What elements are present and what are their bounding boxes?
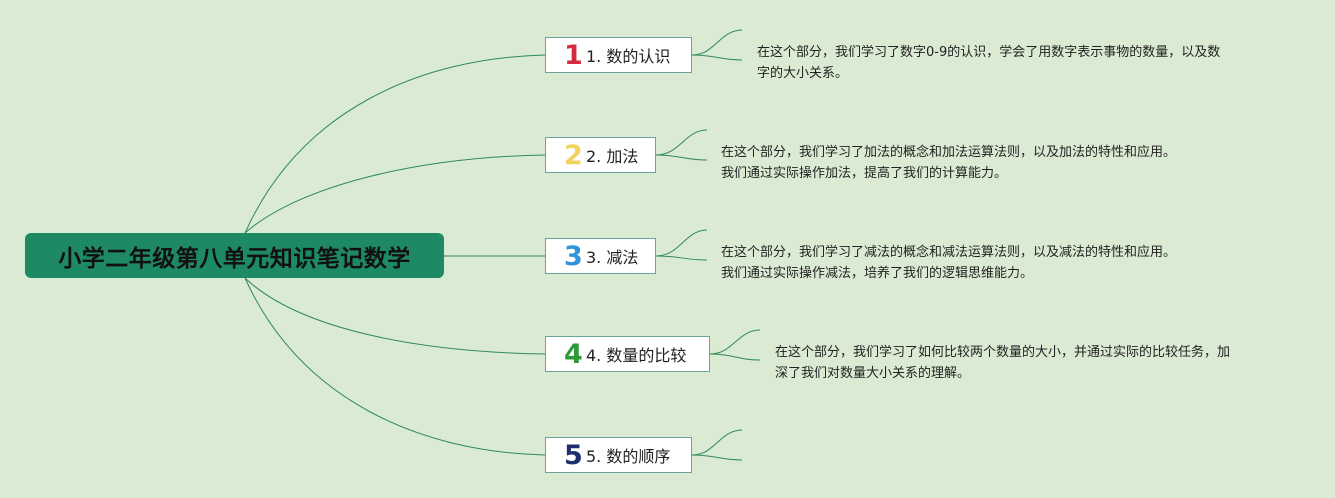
connector-branch-3-note [655, 229, 708, 261]
branch-label: 3. 减法 [586, 248, 639, 267]
number-two-icon: 2 [564, 139, 583, 171]
note-quantity-comparison: 在这个部分，我们学习了如何比较两个数量的大小，并通过实际的比较任务，加 深了我们… [775, 345, 1231, 381]
branch-label: 4. 数量的比较 [586, 346, 687, 365]
number-one-icon: 1 [564, 39, 583, 71]
branch-number-order[interactable]: 5 5. 数的顺序 [545, 437, 692, 473]
connector-branch-2-note [655, 129, 708, 161]
note-number-recognition: 在这个部分，我们学习了数字0-9的认识，学会了用数字表示事物的数量，以及数 字的… [757, 45, 1221, 81]
branch-quantity-comparison[interactable]: 4 4. 数量的比较 [545, 336, 710, 372]
branch-subtraction[interactable]: 3 3. 减法 [545, 238, 656, 274]
connector-root-branch-4 [244, 277, 546, 355]
number-four-icon: 4 [564, 338, 583, 370]
number-three-icon: 3 [564, 240, 583, 272]
connector-branch-1-note [691, 29, 743, 61]
note-subtraction: 在这个部分，我们学习了减法的概念和减法运算法则，以及减法的特性和应用。 我们通过… [721, 245, 1177, 281]
root-title: 小学二年级第八单元知识笔记数学 [58, 245, 411, 272]
connector-root-branch-1 [244, 54, 546, 234]
branch-label: 5. 数的顺序 [586, 447, 671, 466]
note-addition: 在这个部分，我们学习了加法的概念和加法运算法则，以及加法的特性和应用。 我们通过… [721, 145, 1177, 181]
branch-label: 2. 加法 [586, 147, 639, 166]
branch-label: 1. 数的认识 [586, 47, 671, 66]
connector-root-branch-5 [244, 277, 546, 456]
branch-addition[interactable]: 2 2. 加法 [545, 137, 656, 173]
number-five-icon: 5 [564, 439, 583, 471]
connector-root-branch-2 [244, 154, 546, 234]
root-topic[interactable]: 小学二年级第八单元知识笔记数学 [25, 233, 444, 278]
connector-branch-4-note [709, 329, 761, 361]
connector-branch-5-note [691, 429, 743, 461]
branch-number-recognition[interactable]: 1 1. 数的认识 [545, 37, 692, 73]
